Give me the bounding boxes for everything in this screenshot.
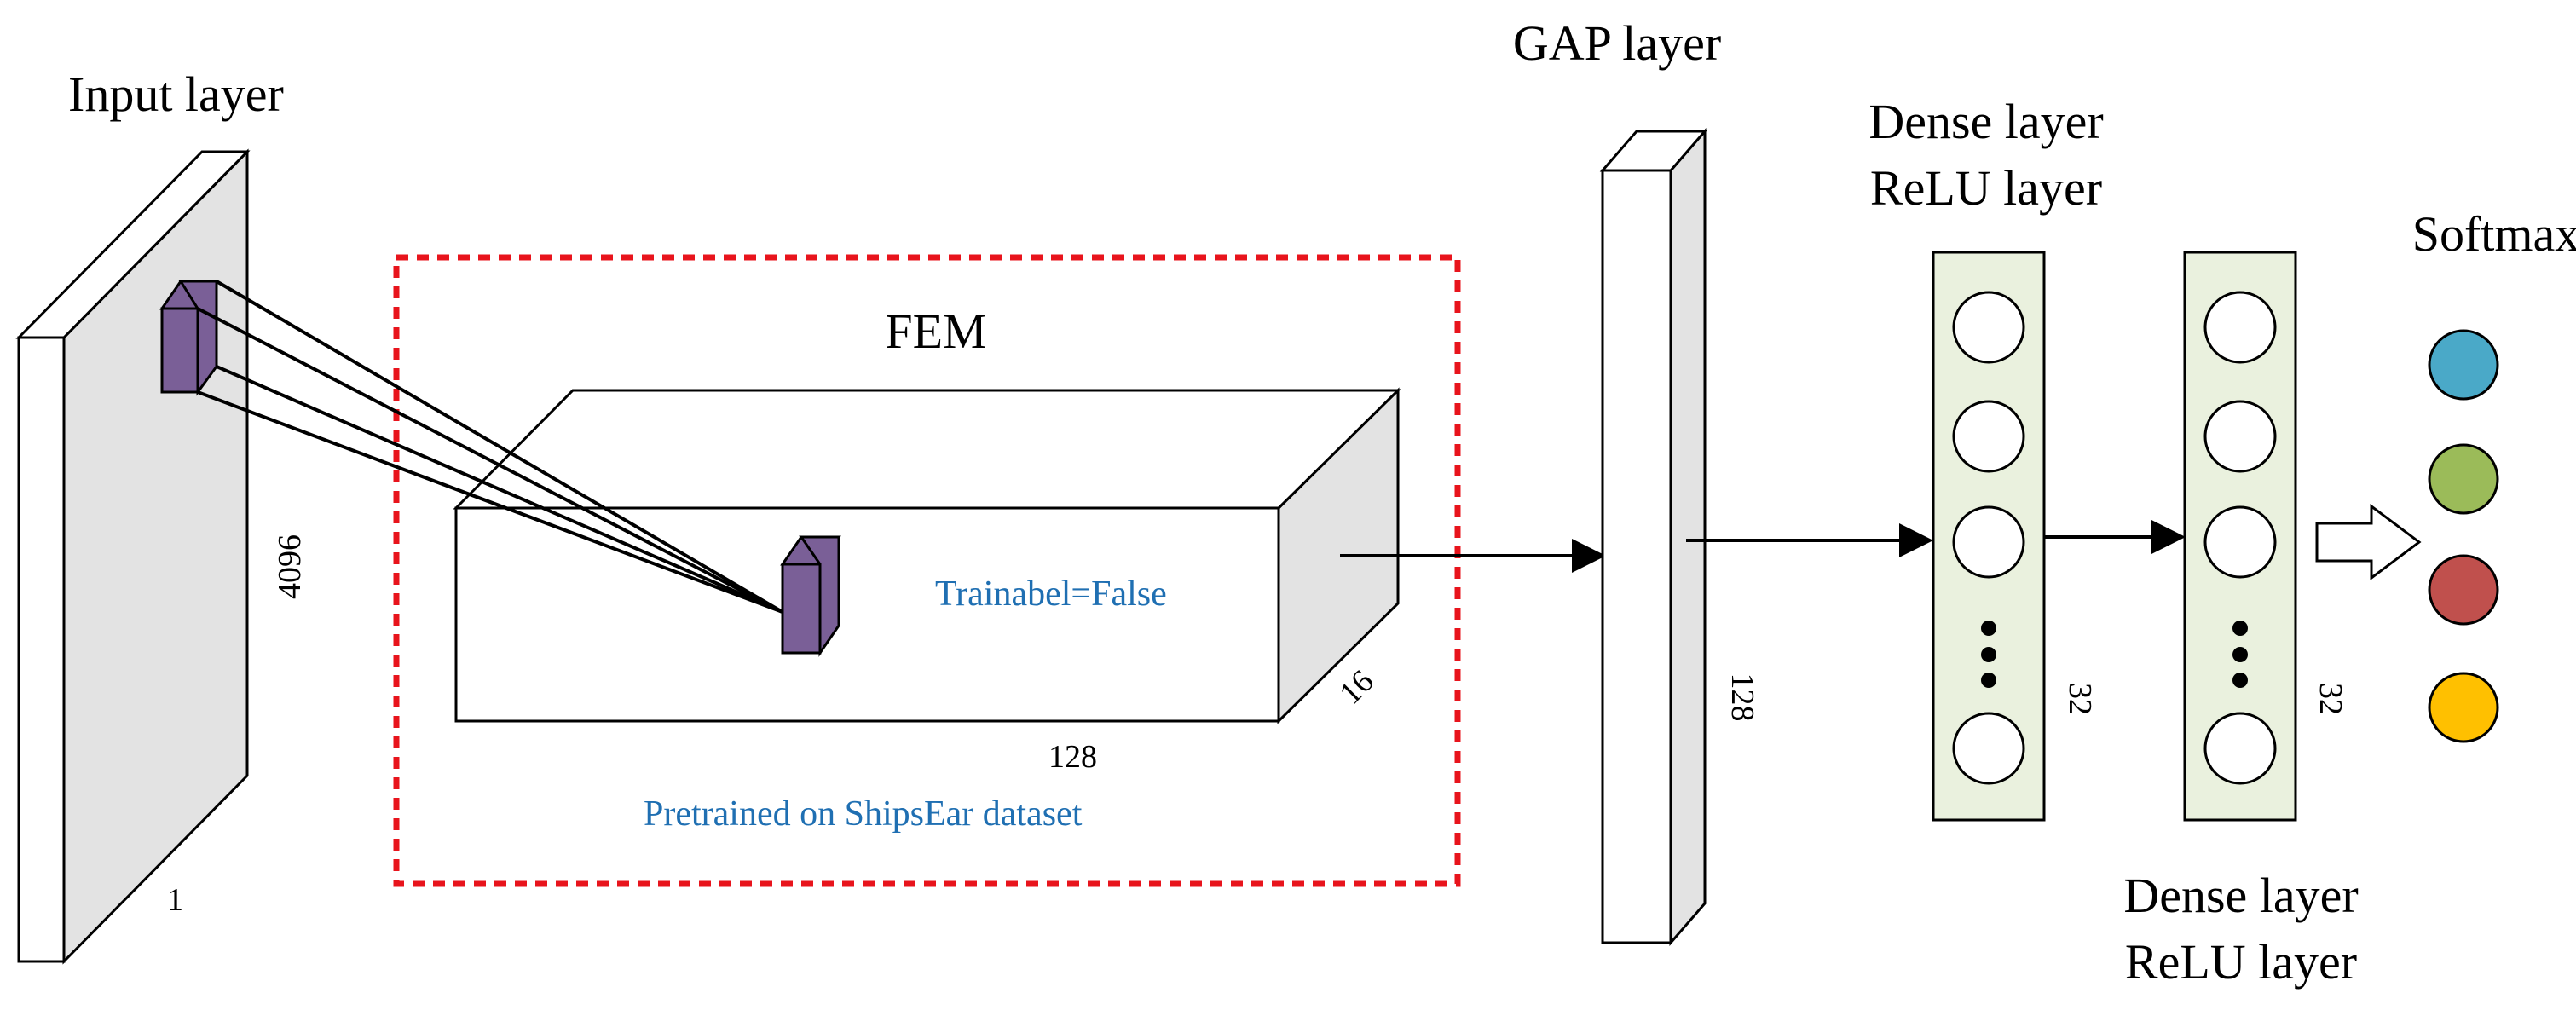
fem-depth-label: 16 [1332, 663, 1381, 712]
input-layer-block [15, 148, 251, 965]
dense1-neuron [1952, 505, 2025, 579]
gap-layer-block [1599, 127, 1708, 947]
fem-block-top [453, 389, 1401, 510]
dense1-ellipsis-dot [1981, 621, 1996, 636]
softmax-title: Softmax [2412, 206, 2576, 262]
dense1-title-line2: ReLU layer [1870, 160, 2102, 216]
fem-width-label: 128 [1048, 739, 1097, 775]
dense2-neuron [2203, 505, 2277, 579]
hollow-arrow-to-softmax [2315, 504, 2422, 580]
softmax-node [2428, 672, 2499, 743]
dense1-title-line1: Dense layer [1868, 94, 2103, 149]
input-height-label: 4096 [272, 534, 308, 599]
softmax-node [2428, 554, 2499, 626]
dense1-neuron [1952, 400, 2025, 473]
softmax-outputs [2428, 329, 2499, 743]
fem-block-front [454, 506, 1280, 723]
dense1-neuron [1952, 291, 2025, 364]
dense2-ellipsis-dot [2232, 673, 2248, 688]
softmax-node [2428, 443, 2499, 515]
dense2-ellipsis-dot [2232, 647, 2248, 662]
fem-title: FEM [885, 303, 986, 359]
trainable-note: Trainabel=False [935, 574, 1167, 614]
dense1-neuron [1952, 712, 2025, 785]
dense2-title-line2: ReLU layer [2125, 934, 2357, 990]
dense-layer-1 [1932, 251, 2046, 822]
dense2-title-line1: Dense layer [2123, 868, 2358, 923]
gap-layer-title: GAP layer [1513, 15, 1721, 71]
dense2-ellipsis-dot [2232, 621, 2248, 636]
dense-layer-2 [2183, 251, 2297, 822]
softmax-node [2428, 329, 2499, 401]
input-layer-title: Input layer [68, 66, 284, 122]
input-layer-front [17, 336, 66, 963]
pretrained-note: Pretrained on ShipsEar dataset [644, 794, 1083, 834]
dense2-units-label: 32 [2313, 683, 2348, 715]
dense1-ellipsis-dot [1981, 673, 1996, 688]
dense2-neuron [2203, 400, 2277, 473]
gap-layer-side [1669, 127, 1707, 947]
dense1-units-label: 32 [2062, 683, 2098, 715]
dense1-ellipsis-dot [1981, 647, 1996, 662]
input-depth-label: 1 [167, 882, 183, 918]
gap-size-label: 128 [1724, 673, 1760, 722]
fem-feature-block [453, 387, 1401, 724]
dense2-neuron [2203, 291, 2277, 364]
fem-boundary [393, 254, 1461, 887]
dense2-neuron [2203, 712, 2277, 785]
kernel-projection-lines [197, 280, 784, 614]
fem-kernel [780, 535, 841, 657]
input-kernel [159, 280, 219, 396]
gap-layer-front [1601, 169, 1672, 944]
